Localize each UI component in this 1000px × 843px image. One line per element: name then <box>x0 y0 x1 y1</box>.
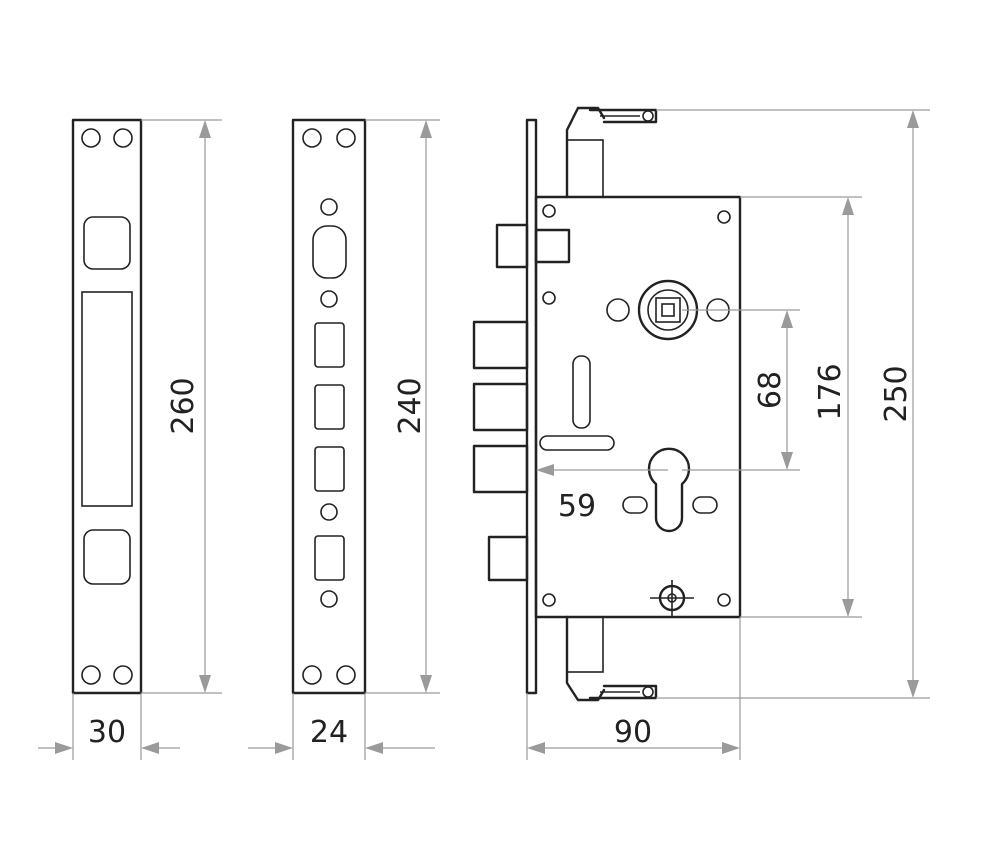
bolt-3 <box>472 444 529 494</box>
strike-plate-height-label: 260 <box>166 377 201 434</box>
strike-plate <box>71 118 143 695</box>
dimension-lines <box>38 109 930 760</box>
faceplate-width-label: 24 <box>310 715 348 750</box>
bottom-rod <box>565 615 658 702</box>
lever-slot <box>539 355 615 451</box>
lock-body-height-label: 176 <box>813 363 848 420</box>
bottom-screw <box>650 580 694 616</box>
center-distance-label: 68 <box>753 371 788 409</box>
faceplate-height-label: 240 <box>393 377 428 434</box>
backset-label: 59 <box>558 489 596 524</box>
bolt-2 <box>472 382 529 432</box>
latch <box>495 223 571 269</box>
faceplate <box>291 118 367 695</box>
cylinder-cutout <box>622 447 718 533</box>
top-rod <box>565 106 658 199</box>
bolt-4 <box>487 535 529 582</box>
lock-body-width-label: 90 <box>614 715 652 750</box>
bolt-1 <box>472 320 529 370</box>
total-height-label: 250 <box>879 365 914 422</box>
lock-body <box>472 106 742 702</box>
strike-plate-width-label: 30 <box>88 715 126 750</box>
